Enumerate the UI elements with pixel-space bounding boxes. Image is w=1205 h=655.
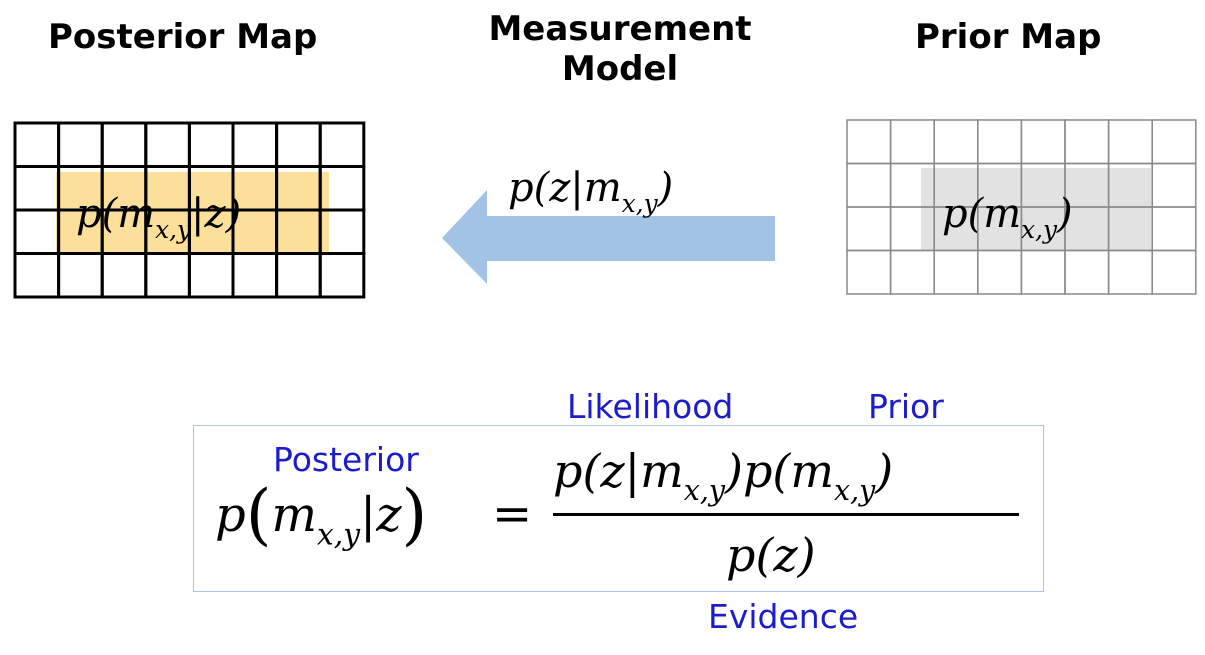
posterior-grid-cell — [231, 121, 279, 168]
prior-cell-expression: p(mx,y) — [942, 191, 1073, 245]
formula-denominator: p(z) — [726, 528, 816, 582]
posterior-grid-cell — [187, 252, 235, 299]
prior-grid-cell — [1107, 119, 1153, 165]
prior-grid-cell — [846, 162, 892, 208]
posterior-grid-cell — [13, 165, 61, 212]
posterior-label: Posterior — [273, 440, 419, 479]
prior-grid-cell — [933, 119, 979, 165]
posterior-grid-cell — [100, 252, 148, 299]
posterior-grid-cell — [187, 121, 235, 168]
prior-grid-cell — [1151, 162, 1197, 208]
bayes-formula-box — [193, 425, 1044, 592]
prior-grid-cell — [977, 119, 1023, 165]
posterior-grid-cell — [275, 252, 322, 299]
prior-highlight — [921, 168, 1151, 250]
posterior-grid-cell — [318, 252, 366, 299]
likelihood-label: Likelihood — [567, 387, 734, 426]
formula-lhs: p(mx,y|z) — [215, 476, 428, 553]
prior-label: Prior — [868, 387, 944, 426]
posterior-grid-cell — [144, 252, 191, 299]
prior-grid-cell — [1107, 249, 1153, 295]
posterior-grid-cell — [318, 121, 366, 168]
prior-grid-cell — [889, 249, 935, 295]
posterior-cell-expression: p(mx,y|z) — [76, 191, 242, 245]
prior-grid-cell — [1064, 119, 1110, 165]
prior-grid-cell — [1020, 119, 1066, 165]
prior-grid-cell — [1064, 249, 1110, 295]
formula-equals: = — [492, 486, 533, 542]
posterior-grid-cell — [57, 121, 104, 168]
prior-grid-cell — [846, 119, 892, 165]
prior-map-title: Prior Map — [915, 17, 1102, 57]
posterior-grid-cell — [13, 252, 61, 299]
posterior-grid-cell — [275, 121, 322, 168]
prior-grid-cell — [1151, 249, 1197, 295]
prior-grid-cell — [977, 249, 1023, 295]
posterior-grid-cell — [13, 208, 61, 255]
prior-grid-cell — [933, 249, 979, 295]
posterior-grid-cell — [57, 252, 104, 299]
measurement-expression: p(z|mx,y) — [508, 165, 674, 219]
prior-grid-cell — [1020, 249, 1066, 295]
posterior-grid-cell — [13, 121, 61, 168]
prior-grid-cell — [1151, 119, 1197, 165]
prior-grid-cell — [846, 249, 892, 295]
evidence-label: Evidence — [708, 597, 859, 636]
fraction-bar — [553, 513, 1019, 516]
posterior-grid-cell — [144, 121, 191, 168]
prior-grid — [846, 119, 1197, 295]
prior-grid-cell — [1151, 206, 1197, 252]
posterior-map-title: Posterior Map — [48, 17, 318, 57]
formula-numerator: p(z|mx,y)p(mx,y) — [553, 444, 894, 507]
posterior-grid — [13, 121, 366, 299]
measurement-model-title: Measurement Model — [488, 9, 752, 89]
prior-grid-cell — [846, 206, 892, 252]
posterior-grid-cell — [100, 121, 148, 168]
prior-grid-cell — [889, 119, 935, 165]
posterior-grid-cell — [231, 252, 279, 299]
measurement-arrow — [442, 190, 775, 284]
